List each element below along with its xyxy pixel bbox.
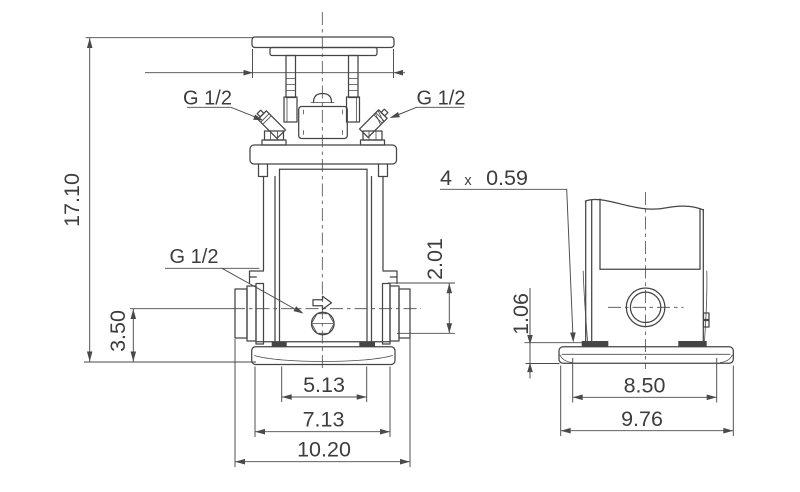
- dim-foot-hole-spacing: 5.13: [281, 366, 368, 402]
- dim-foot-hole-spacing-label: 5.13: [303, 373, 345, 397]
- drain-port-label: G 1/2: [170, 246, 219, 268]
- motor-stool-legs: [283, 54, 361, 123]
- dim-overall-height-label: 17.10: [60, 173, 84, 227]
- dim-base-plate-height-label: 1.06: [509, 293, 533, 335]
- pump-sleeve: [248, 163, 398, 343]
- base-hole-diameter-label: 0.59: [486, 166, 528, 190]
- dim-port-to-port-label: 10.20: [297, 438, 351, 462]
- dim-overall-height: 17.10: [60, 37, 256, 363]
- side-port: [608, 287, 684, 328]
- dim-base-holes: 4 x 0.59: [440, 166, 576, 343]
- flow-direction-arrow: [312, 295, 333, 311]
- dim-port-block-height: 2.01: [388, 238, 455, 334]
- callout-gauge-port-left: G 1/2: [183, 88, 264, 121]
- dim-motor-flange-width: [145, 49, 405, 78]
- dim-foot-span-side: 8.50: [572, 358, 718, 403]
- side-body-outline: [582, 198, 708, 343]
- coupling: [298, 92, 348, 140]
- callout-drain-port: G 1/2: [165, 246, 304, 314]
- pump-base-front: [251, 341, 396, 366]
- dim-base-plate-height: 1.06: [509, 288, 606, 379]
- pump-head-flange: [249, 144, 398, 165]
- dim-foot-span-side-label: 8.50: [624, 373, 666, 397]
- drain-plug: [310, 311, 335, 336]
- dim-port-to-port: 10.20: [234, 332, 411, 467]
- dim-port-center-to-base: 3.50: [106, 309, 137, 362]
- port-right: [381, 282, 411, 345]
- dim-base-width-side: 9.76: [560, 365, 734, 436]
- side-view: 4 x 0.59 1.06 8.50 9.76: [440, 166, 734, 436]
- front-view: 17.10 3.50 2.01: [60, 12, 465, 467]
- gauge-fitting-left: [256, 109, 287, 140]
- side-base: [558, 341, 734, 364]
- dim-base-width-front-label: 7.13: [303, 408, 345, 432]
- side-drain-boss: [702, 312, 710, 328]
- port-left: [234, 282, 265, 345]
- gauge-port-left-label: G 1/2: [183, 88, 232, 110]
- dim-base-width-side-label: 9.76: [621, 407, 663, 431]
- base-hole-times-label: x: [464, 173, 472, 189]
- dim-base-width-front: 7.13: [254, 366, 391, 437]
- motor-flange: [251, 36, 395, 57]
- gauge-fitting-right: [358, 108, 389, 139]
- base-hole-count-label: 4: [440, 166, 452, 190]
- dim-port-center-to-base-label: 3.50: [106, 310, 130, 352]
- callout-gauge-port-right: G 1/2: [389, 88, 466, 118]
- gauge-port-right-label: G 1/2: [417, 88, 466, 110]
- dim-port-block-height-label: 2.01: [423, 238, 447, 280]
- head-nuts: [261, 130, 386, 146]
